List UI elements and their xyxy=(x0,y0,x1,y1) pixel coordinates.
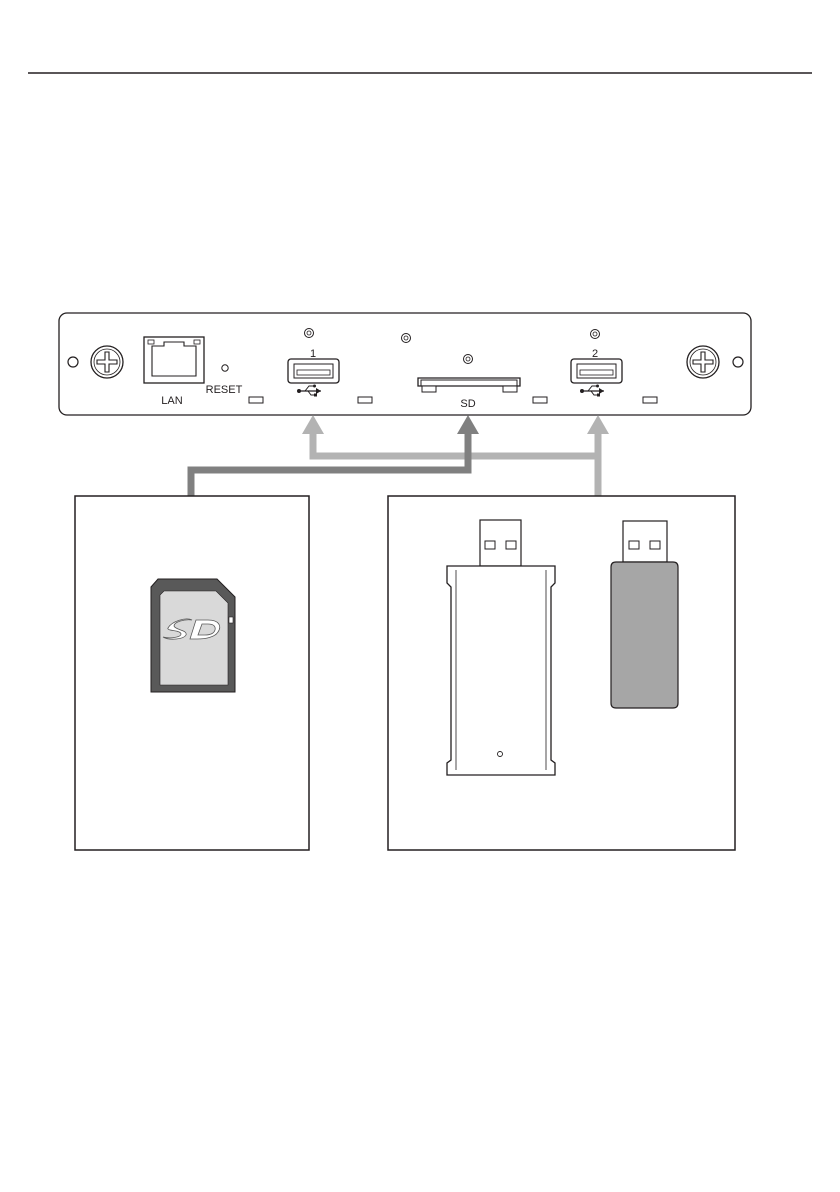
led-indicator-2 xyxy=(358,397,372,403)
reset-label: RESET xyxy=(206,384,243,396)
usb-port-2 xyxy=(571,359,622,383)
screw-right-icon xyxy=(687,346,719,378)
reset-button xyxy=(222,365,228,371)
sd-slot-label: SD xyxy=(460,398,475,410)
usb-port-1-label: 1 xyxy=(310,348,316,360)
usb-port-2-label: 2 xyxy=(592,348,598,360)
usb-port-1 xyxy=(288,359,339,383)
front-panel: LAN RESET 1 xyxy=(59,313,751,415)
lan-port xyxy=(144,337,204,383)
usb-connection-arrows xyxy=(302,415,609,496)
usb-devices-box xyxy=(388,496,735,850)
led-indicator-4 xyxy=(643,397,657,403)
usb-wireless-adapter xyxy=(447,520,555,775)
led-indicator-3 xyxy=(533,397,547,403)
sd-card-icon xyxy=(151,579,235,692)
screw-left-icon xyxy=(91,346,123,378)
lan-label: LAN xyxy=(161,395,182,407)
usb-flash-drive xyxy=(611,521,678,708)
led-indicator-1 xyxy=(249,397,263,403)
